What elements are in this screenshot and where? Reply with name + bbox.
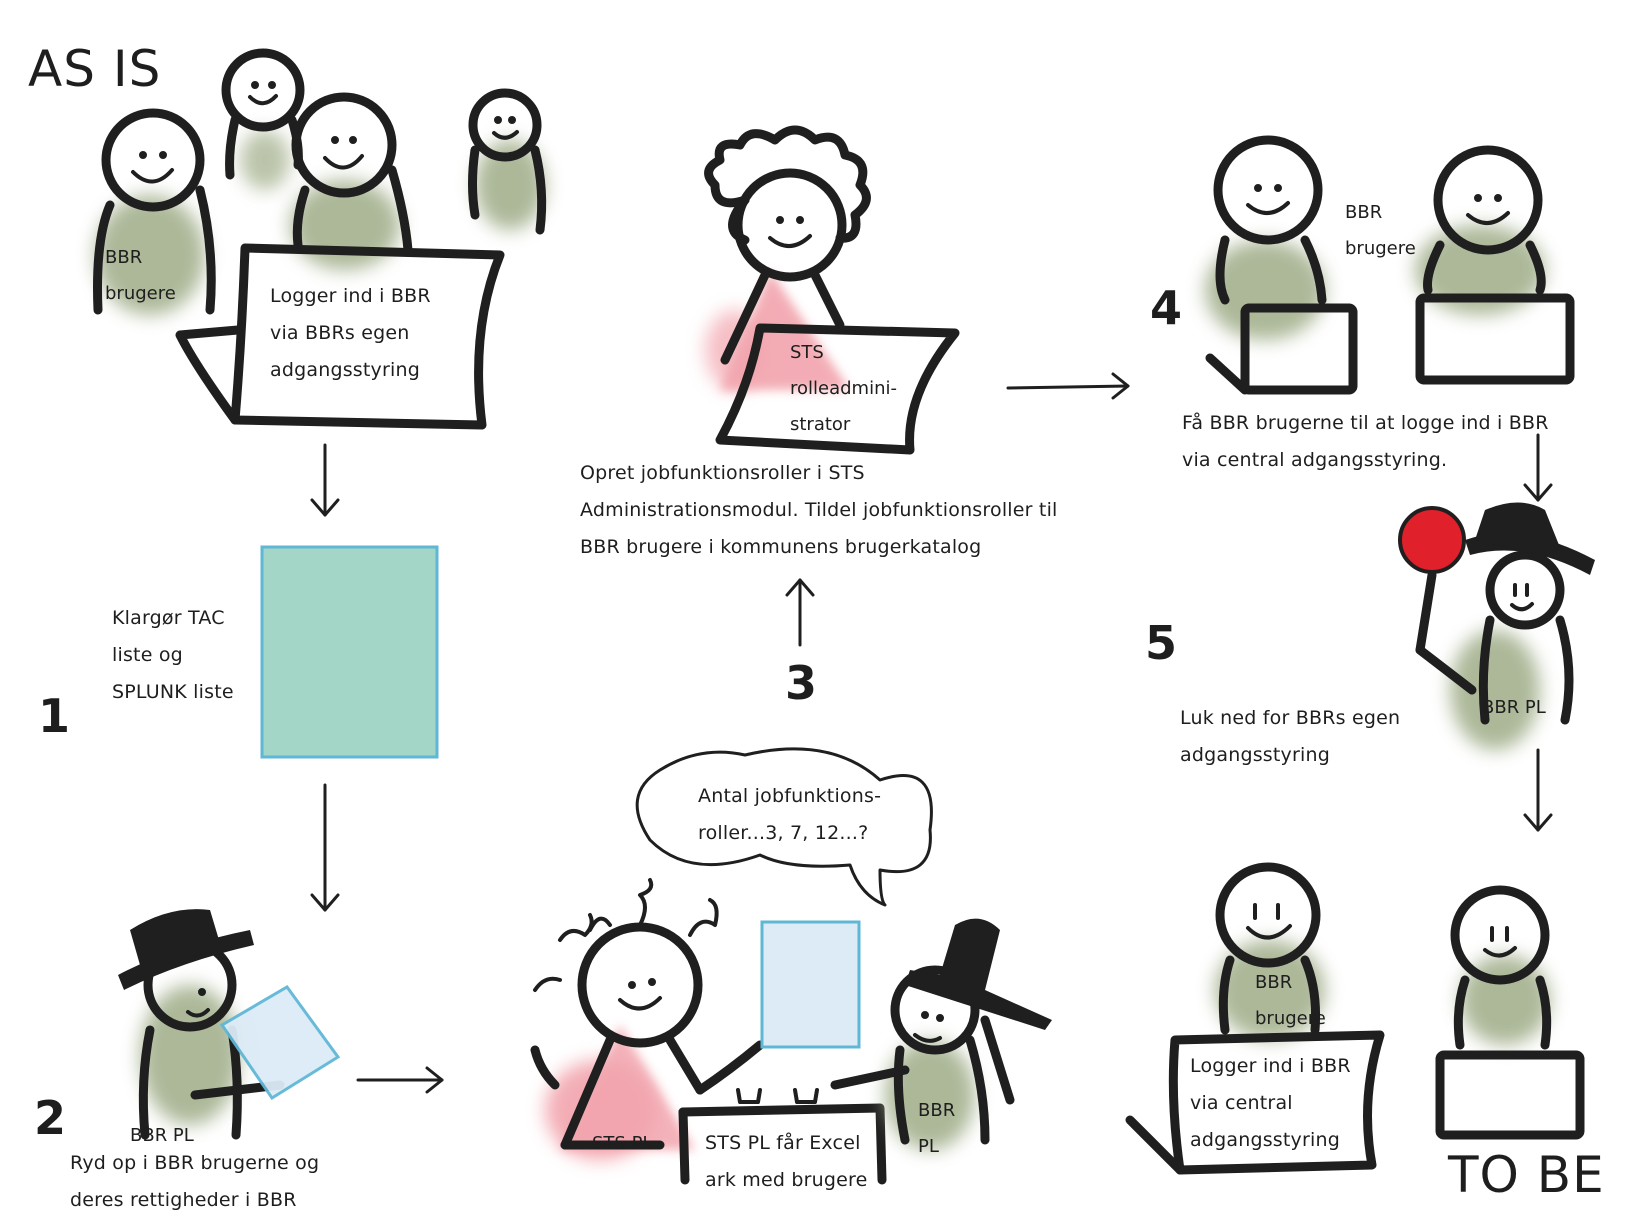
arrow-1-to-2: [310, 783, 340, 912]
arrow-3-to-4: [1006, 372, 1130, 400]
step4-users: [1205, 135, 1575, 395]
step5-label: BBR PL: [1482, 697, 1546, 718]
tobe-users-label: BBR brugere: [1255, 972, 1326, 1029]
user-head: [101, 108, 205, 212]
step-number-1: 1: [38, 689, 71, 743]
user-head: [468, 88, 542, 162]
arrow-meeting-to-3: [785, 578, 815, 647]
step-number-4: 4: [1150, 281, 1183, 335]
user-head: [221, 48, 305, 132]
step2-bbr-pl: [118, 909, 341, 1140]
tobe-login-text: Logger ind i BBR via central adgangsstyr…: [1190, 1055, 1351, 1151]
asis-users-group: [93, 48, 547, 430]
speech-bubble: [635, 747, 933, 907]
tac-splunk-document: [260, 545, 439, 759]
asis-users-label: BBR brugere: [105, 247, 176, 304]
meeting-scene: [530, 747, 1052, 1185]
step5-text: Luk ned for BBRs egen adgangsstyring: [1180, 707, 1401, 766]
as-is-title: AS IS: [28, 40, 162, 98]
user-body: [95, 195, 205, 315]
step-number-3: 3: [785, 656, 818, 710]
user-body: [475, 140, 545, 230]
arrow-2-to-meeting: [356, 1066, 444, 1094]
speech-bubble-text: Antal jobfunktions- roller...3, 7, 12...…: [698, 785, 882, 844]
tobe-users: [1125, 862, 1585, 1175]
user-head: [291, 92, 397, 198]
step2-label: BBR PL: [130, 1125, 194, 1146]
sts-admin-label: STS rolleadmini- strator: [790, 342, 897, 435]
step5-bbr-pl: [1398, 502, 1595, 750]
sts-role-admin: [704, 125, 960, 455]
excel-text: STS PL får Excel ark med brugere: [705, 1132, 868, 1191]
step-number-2: 2: [34, 1091, 67, 1145]
to-be-title: TO BE: [1448, 1146, 1605, 1204]
step4-users-label: BBR brugere: [1345, 202, 1416, 259]
arrow-asis-to-1: [310, 443, 340, 517]
step3-text: Opret jobfunktionsroller i STS Administr…: [580, 462, 1058, 558]
arrow-4-to-5: [1523, 433, 1553, 502]
step-number-5: 5: [1145, 616, 1178, 670]
user-body: [240, 130, 290, 190]
step1-text: Klargør TAC liste og SPLUNK liste: [112, 607, 234, 703]
sts-pl-label: STS PL: [592, 1133, 653, 1154]
step4-text: Få BBR brugerne til at logge ind i BBR v…: [1182, 412, 1549, 471]
bbr-pl-meeting-label: BBR PL: [918, 1100, 956, 1157]
arrow-5-to-tobe: [1523, 748, 1553, 832]
excel-sheet-document: [760, 920, 861, 1049]
asis-login-text: Logger ind i BBR via BBRs egen adgangsst…: [270, 285, 431, 381]
step2-text: Ryd op i BBR brugerne og deres rettighed…: [70, 1152, 320, 1211]
stop-sign-icon: [1398, 506, 1466, 574]
